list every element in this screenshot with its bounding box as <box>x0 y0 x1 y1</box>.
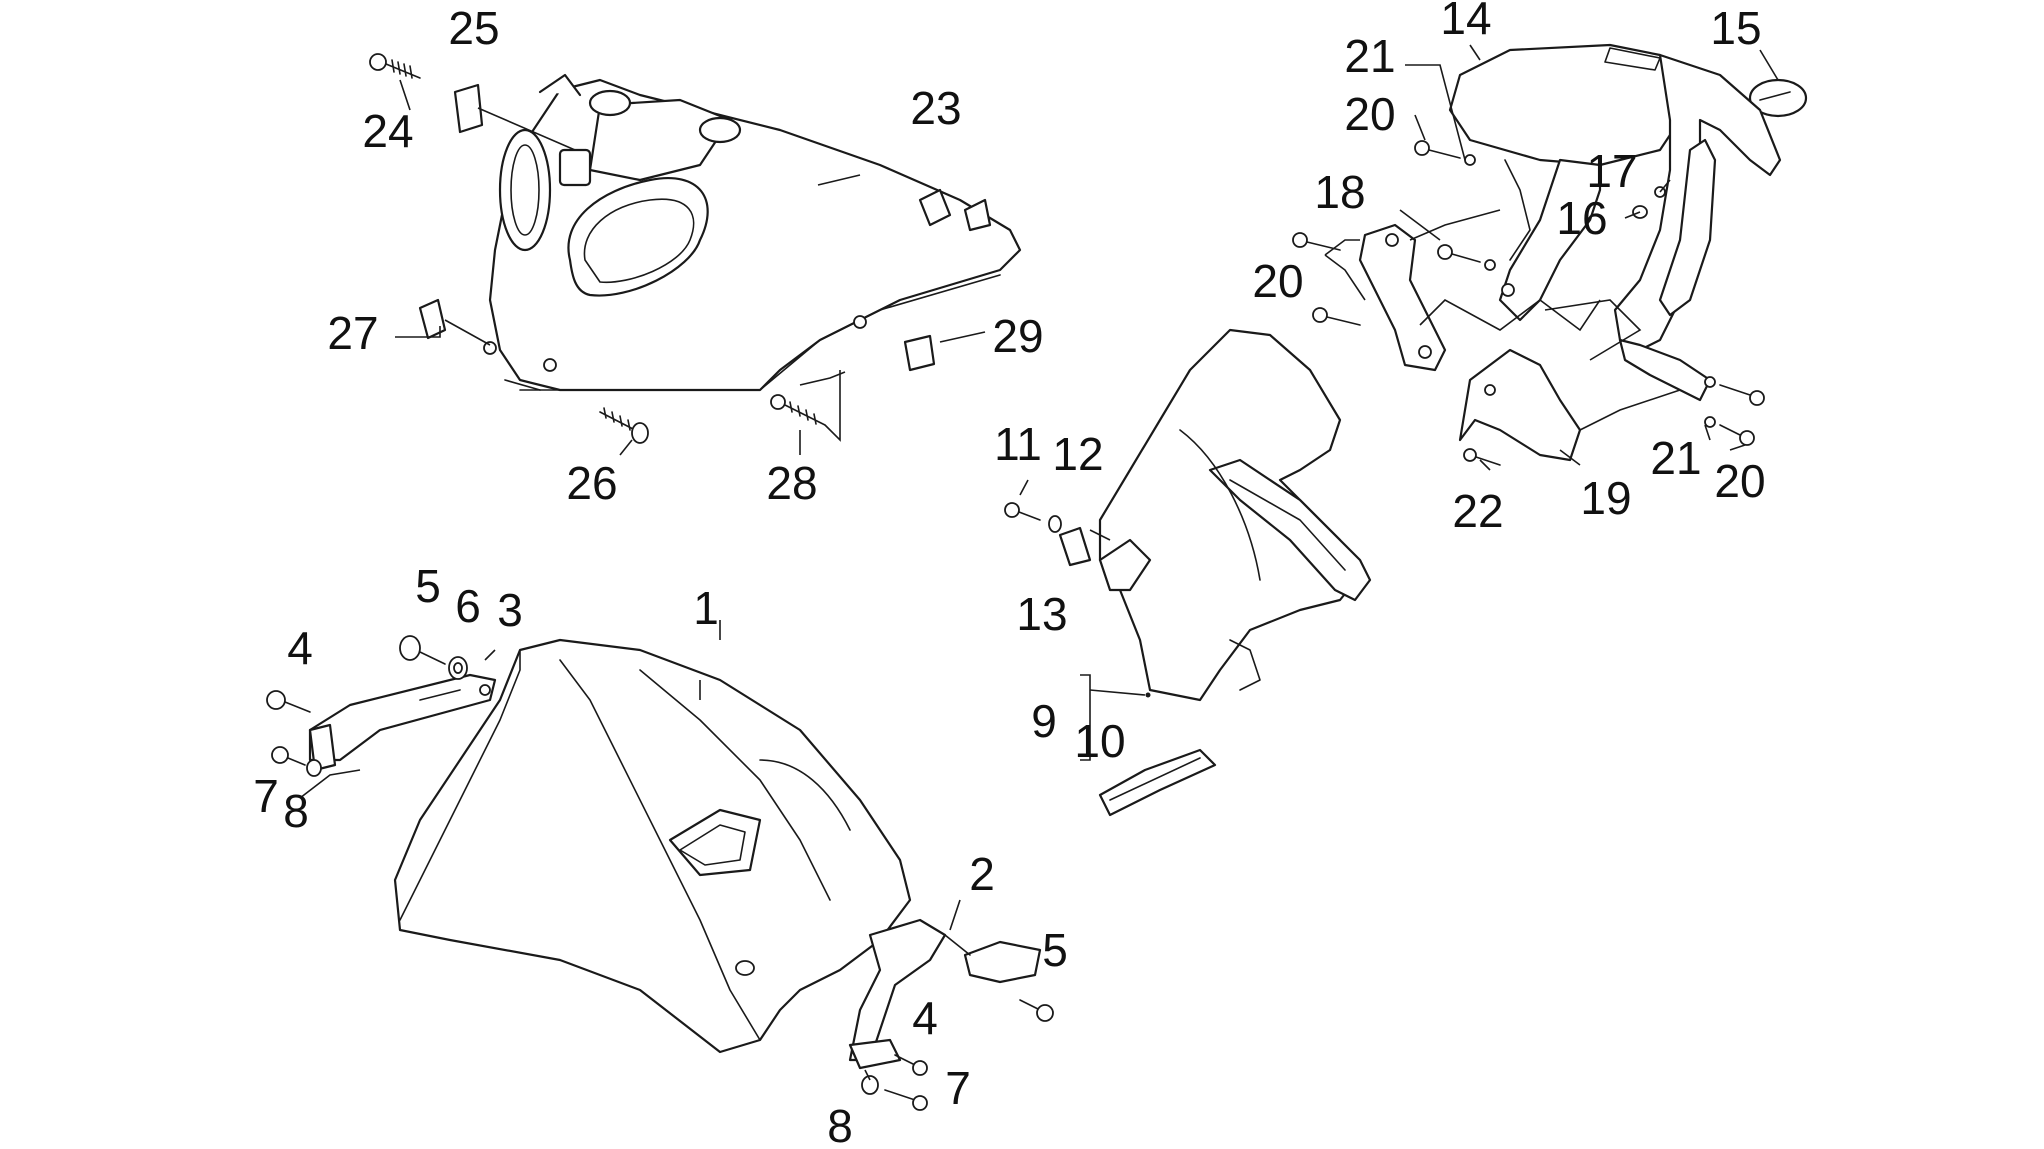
callout-4: 4 <box>287 622 313 674</box>
front-mudguard-part <box>393 620 912 1054</box>
washer-8b <box>861 1075 879 1095</box>
reflector-strip-10 <box>1098 748 1217 817</box>
screw-20c <box>1414 140 1476 166</box>
callout-13: 13 <box>1016 588 1067 640</box>
clip-13 <box>1058 526 1092 567</box>
screw-5b <box>1019 999 1054 1022</box>
screw-20d <box>1437 244 1496 271</box>
callout-18: 18 <box>1314 166 1365 218</box>
screw-20b <box>1312 307 1361 326</box>
callout-8: 8 <box>283 785 309 837</box>
callout-28: 28 <box>766 457 817 509</box>
washer-6 <box>448 656 468 680</box>
screw-28 <box>770 394 826 426</box>
clip-29 <box>903 334 936 372</box>
callout-6: 6 <box>455 580 481 632</box>
screw-5a <box>399 635 446 665</box>
callout-3: 3 <box>497 584 523 636</box>
rear-carrier-part <box>1448 43 1702 322</box>
callout-19: 19 <box>1580 472 1631 524</box>
callout-5: 5 <box>1042 924 1068 976</box>
screw-7b <box>884 1089 928 1111</box>
callout-7: 7 <box>253 770 279 822</box>
callout-27: 27 <box>327 307 378 359</box>
bracket-2 <box>848 918 1042 1070</box>
callout-22: 22 <box>1452 485 1503 537</box>
callout-21: 21 <box>1650 432 1701 484</box>
screw-4a <box>266 690 311 713</box>
callout-10: 10 <box>1074 715 1125 767</box>
callout-1: 1 <box>693 582 719 634</box>
screw-11 <box>1004 502 1041 521</box>
clip-25 <box>453 83 576 151</box>
screw-24 <box>369 53 421 79</box>
callout-12: 12 <box>1052 428 1103 480</box>
callout-14: 14 <box>1440 0 1491 44</box>
callout-25: 25 <box>448 2 499 54</box>
screw-22 <box>1463 448 1501 466</box>
bracket-3 <box>308 673 497 772</box>
rear-hugger-part <box>1098 328 1372 702</box>
callout-15: 15 <box>1710 2 1761 54</box>
cap-15 <box>1748 78 1808 118</box>
screw-4b <box>894 1054 928 1076</box>
screw-20f <box>1704 416 1755 446</box>
callout-4: 4 <box>912 992 938 1044</box>
callout-24: 24 <box>362 105 413 157</box>
screw-26 <box>599 407 649 444</box>
screw-20a <box>1292 232 1341 251</box>
callout-20: 20 <box>1252 255 1303 307</box>
clip-27 <box>418 298 491 346</box>
washer-8a <box>306 759 322 777</box>
callout-26: 26 <box>566 457 617 509</box>
callout-11: 11 <box>994 418 1042 470</box>
washer-12 <box>1048 515 1062 533</box>
callout-21: 21 <box>1344 30 1395 82</box>
bracket-19 <box>1458 348 1582 462</box>
callout-8: 8 <box>827 1100 853 1149</box>
callout-7: 7 <box>945 1062 971 1114</box>
callout-17: 17 <box>1586 145 1637 197</box>
callout-9: 9 <box>1031 695 1057 747</box>
callout-29: 29 <box>992 310 1043 362</box>
leg-shield-part <box>483 73 1022 392</box>
bracket-18 <box>1358 223 1447 372</box>
rear-fender-arc <box>1613 53 1782 402</box>
callout-2: 2 <box>969 848 995 900</box>
screw-20e <box>1704 376 1765 406</box>
callout-20: 20 <box>1344 88 1395 140</box>
screw-7a <box>271 746 306 766</box>
callout-23: 23 <box>910 82 961 134</box>
callout-16: 16 <box>1556 192 1607 244</box>
callout-5: 5 <box>415 560 441 612</box>
callout-20: 20 <box>1714 455 1765 507</box>
